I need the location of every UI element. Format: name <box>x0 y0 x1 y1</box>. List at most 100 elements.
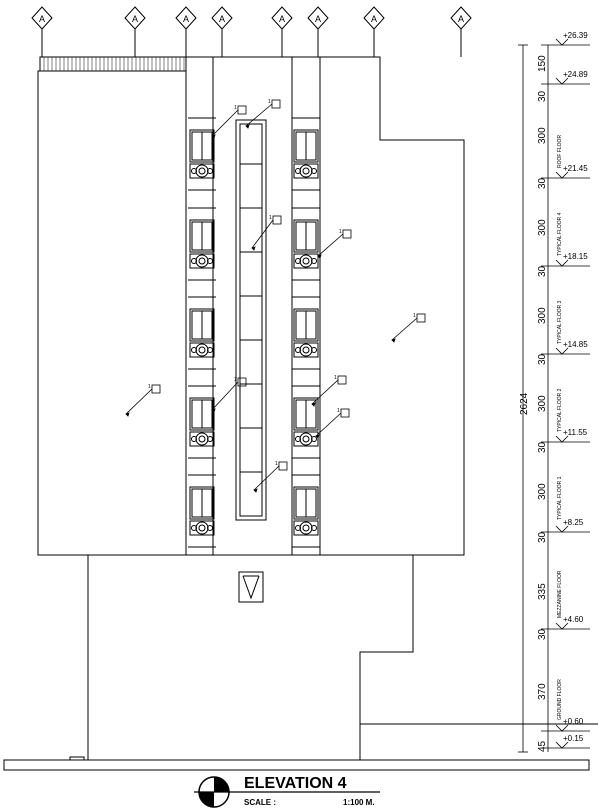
entrance-door-mark <box>242 575 260 600</box>
level-value: +26.39 <box>563 31 588 40</box>
scale-value: 1:100 M. <box>343 798 375 807</box>
ornament-rosette <box>311 168 317 174</box>
tag-box <box>342 229 352 239</box>
balcony-ornament <box>293 431 319 447</box>
slab-dim: 30 <box>537 353 548 365</box>
vertical-panel-strip <box>235 119 267 521</box>
ornament-rosette <box>191 168 197 174</box>
level-value: +18.15 <box>563 252 588 261</box>
tag-label: 1 <box>413 313 416 319</box>
slab-dim: 30 <box>537 441 548 453</box>
ornament-rosette <box>207 168 213 174</box>
tag-label: 1 <box>269 215 272 221</box>
floor-label: TYPICAL FLOOR 2 <box>557 388 563 432</box>
balcony-ornament <box>189 342 215 358</box>
floor-label: MEZZANINE FLOOR <box>557 570 563 618</box>
ornament-rosette <box>299 164 313 178</box>
ornament-rosette <box>299 254 313 268</box>
ornament-rosette <box>311 436 317 442</box>
floor-label: TYPICAL FLOOR 3 <box>557 300 563 344</box>
slab-dim: 30 <box>537 628 548 640</box>
tag-box <box>237 377 247 387</box>
balcony-ornament <box>189 520 215 536</box>
tag-box <box>337 375 347 385</box>
tag-leader <box>391 317 418 341</box>
ornament-rosette <box>207 347 213 353</box>
ornament-rosette <box>191 436 197 442</box>
level-marker <box>555 622 569 630</box>
tag-leader <box>317 233 344 257</box>
tag-arrow <box>211 408 216 413</box>
ornament-rosette <box>207 258 213 264</box>
ornament-rosette <box>191 525 197 531</box>
level-value: +24.89 <box>563 70 588 79</box>
ornament-rosette <box>207 436 213 442</box>
level-marker <box>555 38 569 46</box>
segment-dim: 300 <box>537 127 548 144</box>
total-height-dim: 2624 <box>519 392 530 415</box>
ornament-rosette <box>311 525 317 531</box>
ornament-rosette <box>295 347 301 353</box>
ornament-rosette <box>311 347 317 353</box>
tag-arrow <box>315 434 320 439</box>
tag-box <box>237 105 247 115</box>
ornament-rosette <box>198 435 206 443</box>
grid-marker-label: A <box>458 14 464 24</box>
segment-dim: 300 <box>537 307 548 324</box>
tag-leader <box>253 465 280 491</box>
window <box>293 129 319 163</box>
panel-strip-outer <box>235 119 267 521</box>
ornament-rosette <box>195 164 209 178</box>
ornament-rosette <box>191 347 197 353</box>
level-marker <box>555 741 569 749</box>
grid-marker-label: A <box>279 14 285 24</box>
tag-label: 1 <box>339 229 342 235</box>
north-symbol-quadrant <box>199 792 214 807</box>
tag-arrow <box>211 134 216 139</box>
level-value: +14.85 <box>563 340 588 349</box>
tag-arrow <box>317 254 322 259</box>
grid-marker-label: A <box>183 14 189 24</box>
ornament-rosette <box>295 436 301 442</box>
window <box>189 219 215 253</box>
balcony-ornament <box>293 163 319 179</box>
ornament-rosette <box>302 435 310 443</box>
slab-dim: 30 <box>537 265 548 277</box>
tag-label: 1 <box>148 384 151 390</box>
ornament-rosette <box>198 167 206 175</box>
grid-marker-label: A <box>315 14 321 24</box>
tag-box <box>151 384 161 394</box>
tag-box <box>416 313 426 323</box>
window <box>293 486 319 520</box>
level-value: +21.45 <box>563 164 588 173</box>
grid-marker-label: A <box>39 14 45 24</box>
level-value: +0.60 <box>563 717 584 726</box>
ornament-rosette <box>198 346 206 354</box>
panel-strip-inner <box>239 123 263 517</box>
tag-leader <box>125 388 153 415</box>
ornament-rosette <box>302 167 310 175</box>
slab-dim: 30 <box>537 177 548 189</box>
segment-dim: 300 <box>537 483 548 500</box>
drawing-title: ELEVATION 4 <box>244 775 347 792</box>
level-marker <box>555 259 569 267</box>
building-outline <box>3 56 598 771</box>
ornament-rosette <box>191 258 197 264</box>
tag-arrow <box>125 412 130 417</box>
north-symbol-quadrant <box>214 777 229 792</box>
title-block: ELEVATION 4 SCALE : 1:100 M. <box>194 775 380 808</box>
level-value: +0.15 <box>563 734 584 743</box>
ornament-rosette <box>295 525 301 531</box>
tag-arrow <box>251 246 256 251</box>
ornament-rosette <box>299 343 313 357</box>
window <box>189 397 215 431</box>
window <box>293 308 319 342</box>
tag-box <box>340 408 350 418</box>
grid-marker-label: A <box>219 14 225 24</box>
podium-right-edge <box>359 555 414 760</box>
level-marker <box>555 724 569 732</box>
level-marker <box>555 525 569 533</box>
floor-label: TYPICAL FLOOR 4 <box>557 212 563 256</box>
ornament-rosette <box>195 521 209 535</box>
